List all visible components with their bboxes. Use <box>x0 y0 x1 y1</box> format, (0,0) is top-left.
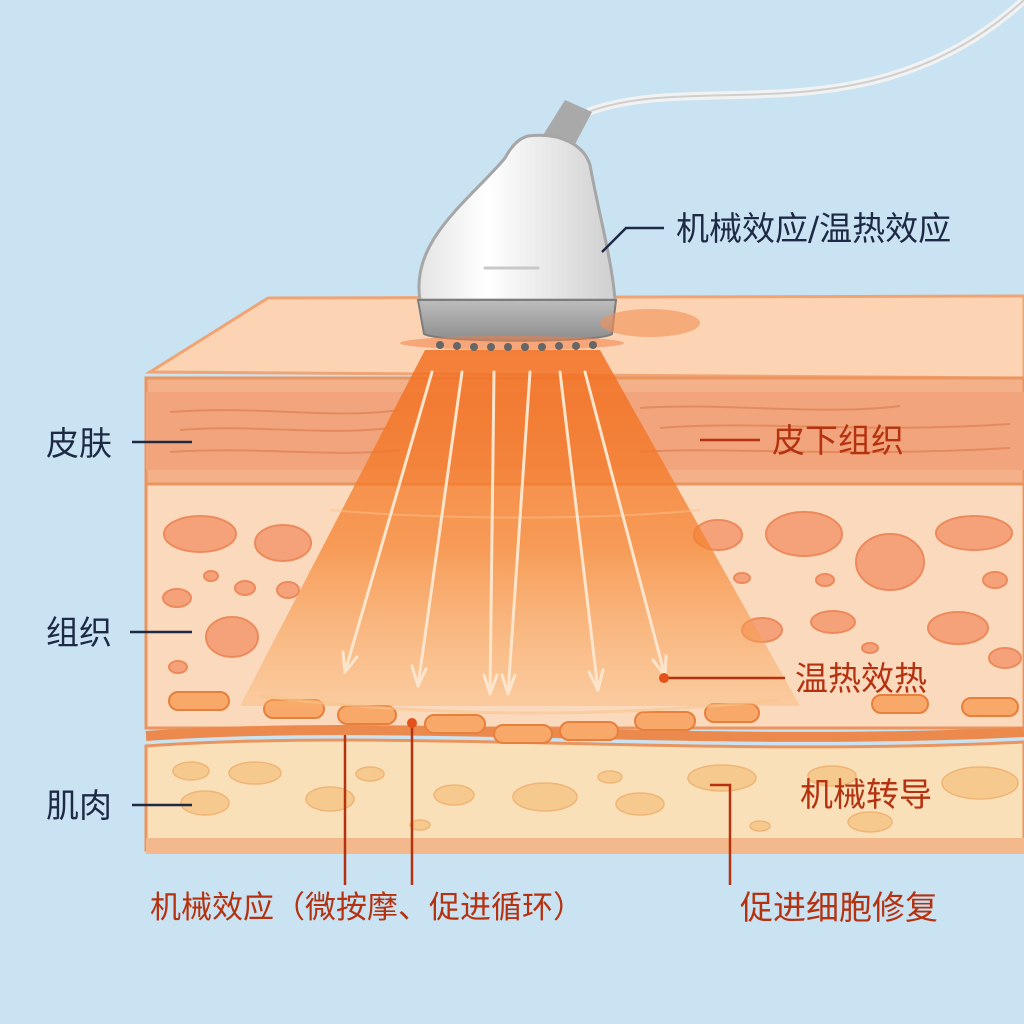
leader-lines <box>130 226 785 885</box>
muscle-label: 肌肉 <box>46 786 112 825</box>
mechanical-effect-label: 机械效应（微按摩、促进循环） <box>150 890 584 926</box>
fat-cells <box>162 511 1022 674</box>
mechanical-conduction-label: 机械转导 <box>800 775 932 814</box>
fascia-line <box>145 725 1024 742</box>
skin-texture <box>169 405 1011 454</box>
subcutaneous-label: 皮下组织 <box>772 421 904 460</box>
skin-label: 皮肤 <box>46 424 112 463</box>
tissue-label: 组织 <box>46 613 112 652</box>
thermal-effect-label: 温热效热 <box>795 659 927 698</box>
block-bottom <box>146 838 1024 854</box>
cell-repair-label: 促进细胞修复 <box>740 888 938 927</box>
muscle-fibers <box>172 761 1019 833</box>
ultrasound-probe-icon <box>400 0 1024 351</box>
probe-nodes <box>436 341 597 351</box>
energy-arrow-icon <box>341 370 668 696</box>
device-effect-label: 机械效应/温热效应 <box>676 209 952 248</box>
